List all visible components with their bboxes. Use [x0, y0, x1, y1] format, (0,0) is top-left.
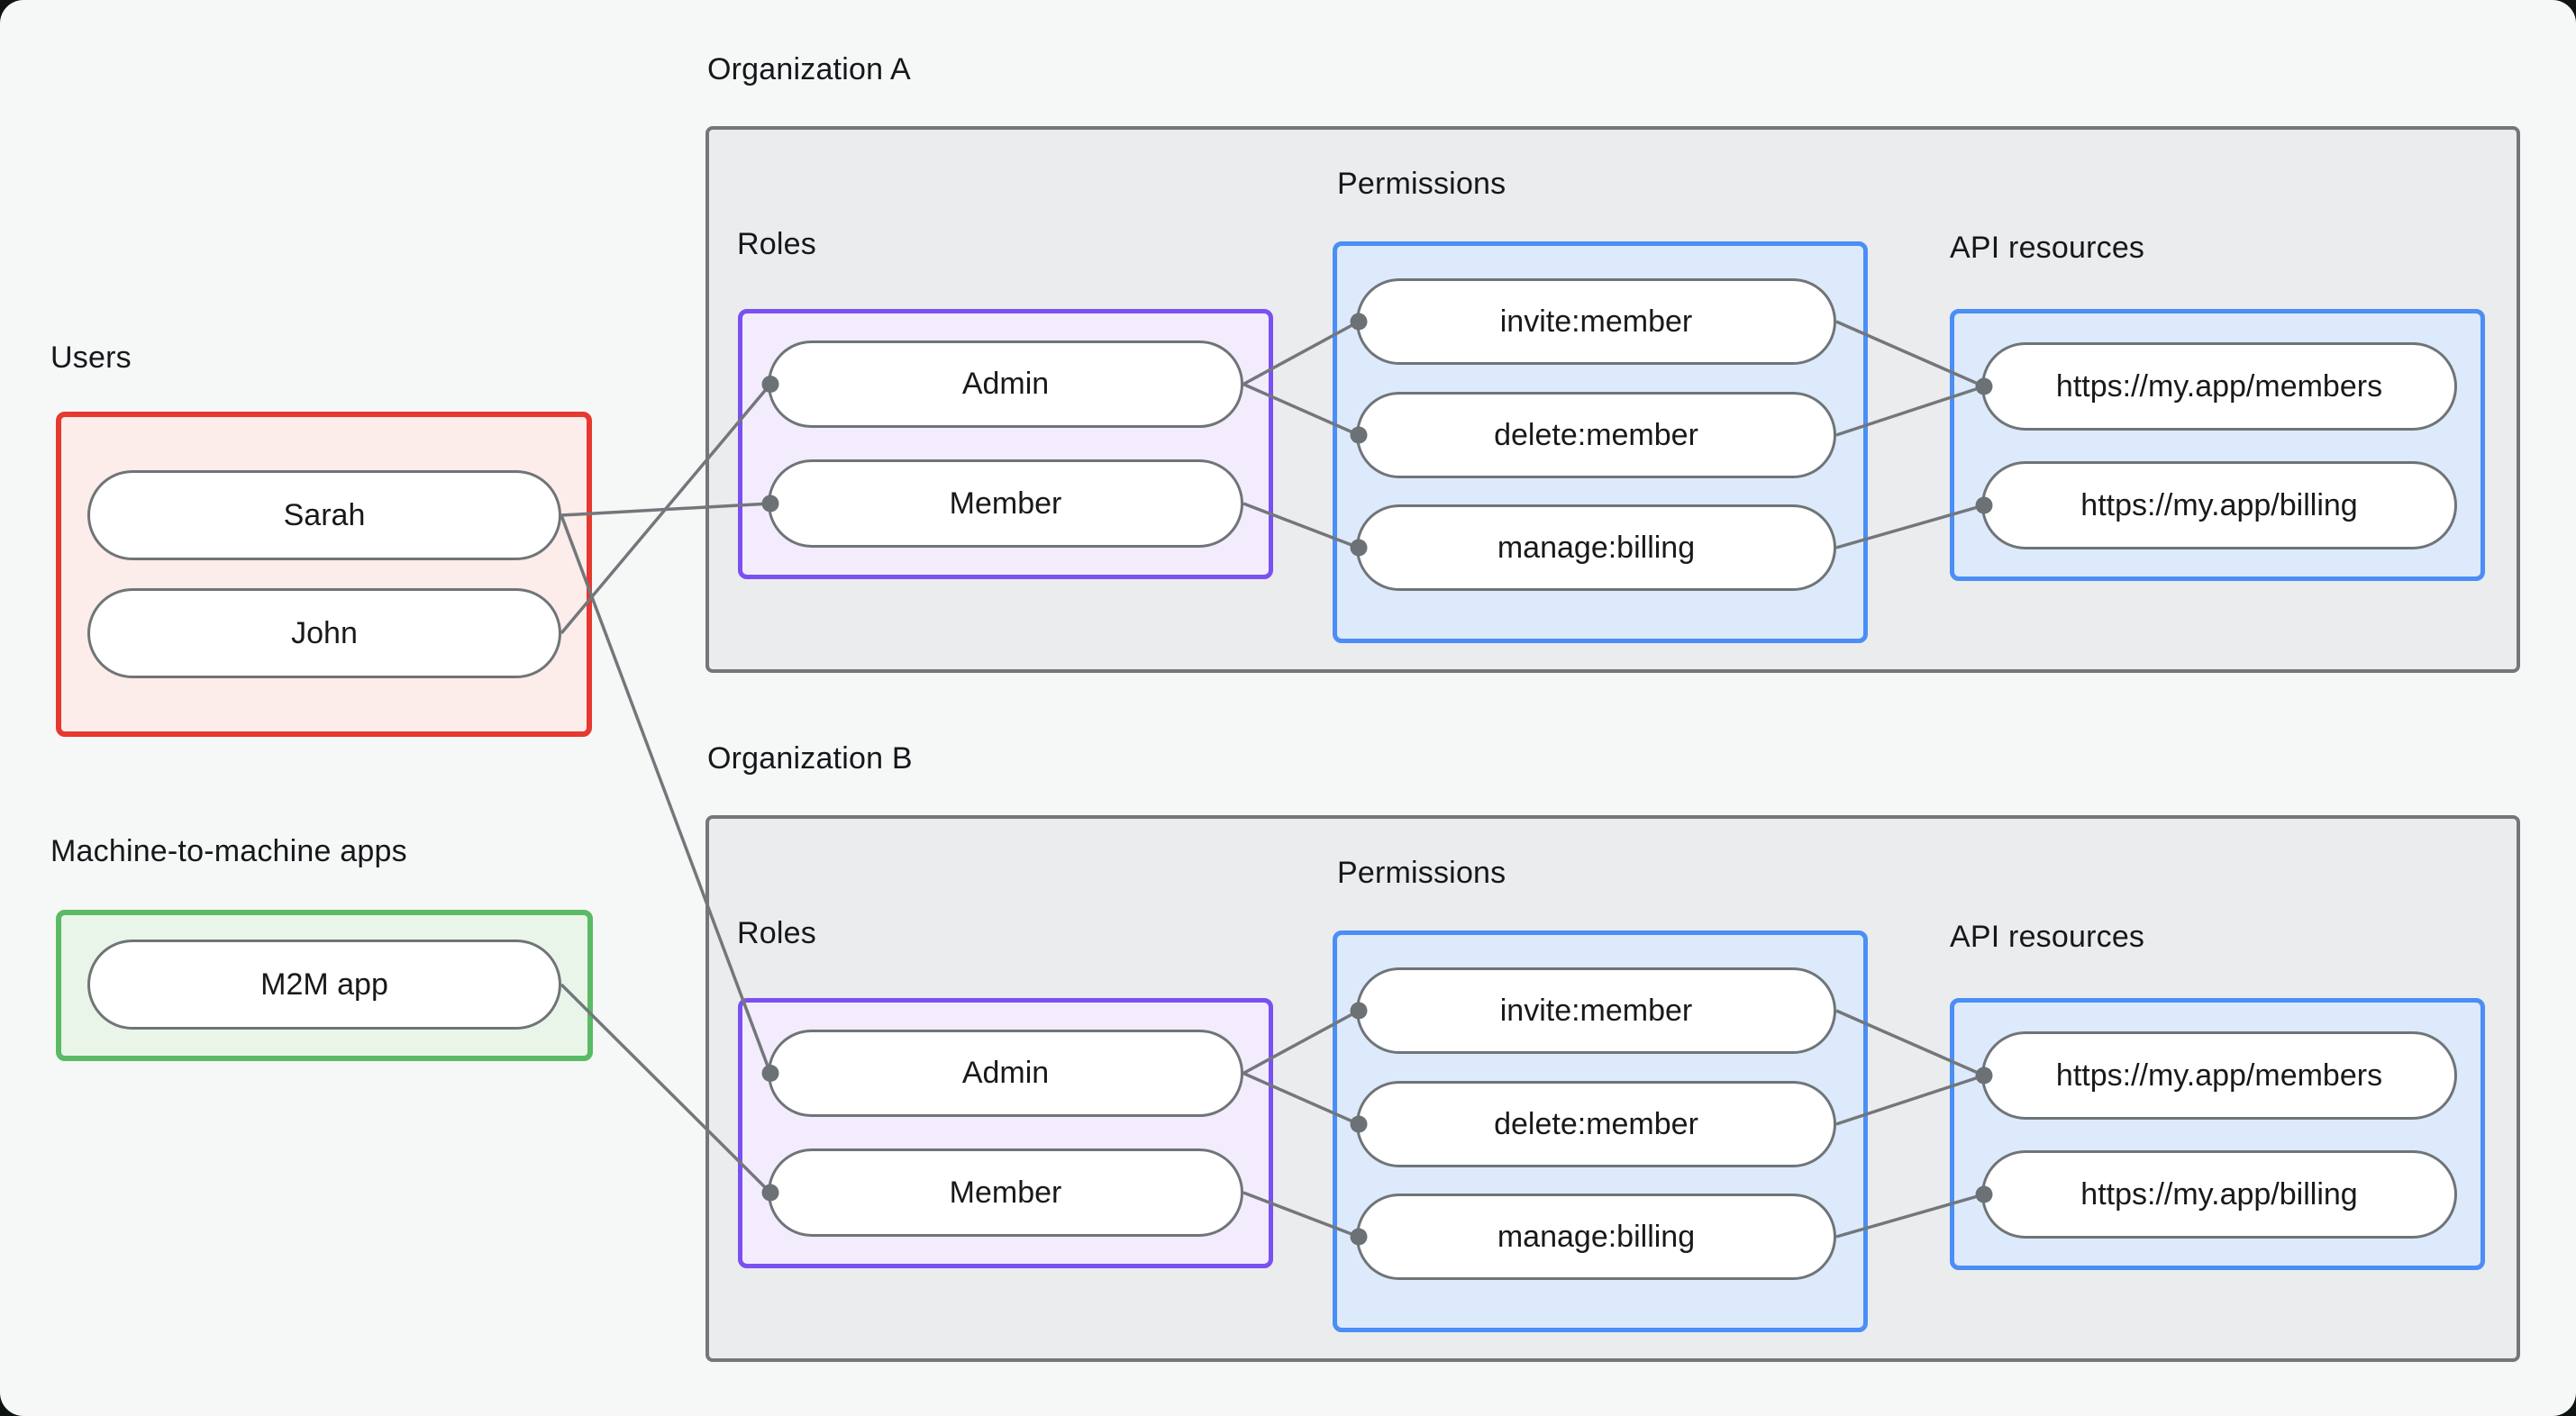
node-org-b-role-admin: Admin: [768, 1030, 1243, 1117]
node-org-a-permission-manage-billing: manage:billing: [1356, 504, 1836, 591]
node-org-a-permission-invite-member: invite:member: [1356, 278, 1836, 365]
permissions-label-org-a: Permissions: [1337, 167, 1506, 201]
node-org-a-role-member: Member: [768, 459, 1243, 548]
node-org-a-api-billing: https://my.app/billing: [1981, 461, 2457, 549]
m2m-group-label: Machine-to-machine apps: [50, 834, 407, 868]
node-org-b-permission-delete-member: delete:member: [1356, 1081, 1836, 1167]
permissions-label-org-b: Permissions: [1337, 856, 1506, 890]
node-org-b-permission-manage-billing: manage:billing: [1356, 1194, 1836, 1280]
node-m2m-app: M2M app: [87, 939, 561, 1030]
node-org-b-api-members: https://my.app/members: [1981, 1031, 2457, 1120]
org-b-label: Organization B: [707, 741, 913, 776]
api-resources-label-org-b: API resources: [1950, 920, 2145, 954]
node-org-a-role-admin: Admin: [768, 340, 1243, 428]
node-org-b-api-billing: https://my.app/billing: [1981, 1150, 2457, 1239]
node-org-a-permission-delete-member: delete:member: [1356, 392, 1836, 478]
users-group-label: Users: [50, 340, 132, 375]
roles-label-org-b: Roles: [737, 916, 816, 950]
node-org-a-api-members: https://my.app/members: [1981, 342, 2457, 431]
org-a-label: Organization A: [707, 52, 911, 86]
users-group-box: [56, 412, 592, 737]
node-org-b-role-member: Member: [768, 1148, 1243, 1237]
node-org-b-permission-invite-member: invite:member: [1356, 967, 1836, 1054]
roles-label-org-a: Roles: [737, 227, 816, 261]
node-user-sarah: Sarah: [87, 470, 561, 560]
node-user-john: John: [87, 588, 561, 678]
api-resources-label-org-a: API resources: [1950, 231, 2145, 265]
